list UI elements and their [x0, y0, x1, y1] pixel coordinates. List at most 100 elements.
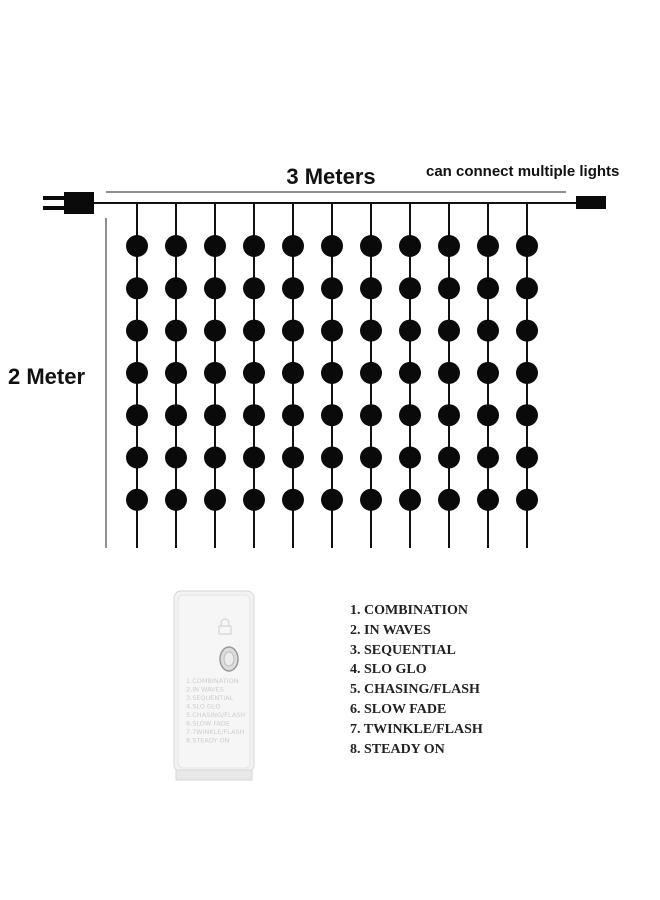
bulb — [243, 319, 265, 342]
mode-item: 6. SLOW FADE — [350, 701, 447, 717]
bulb — [243, 404, 265, 427]
controller-printed-line: 2.IN WAVES — [186, 686, 224, 694]
bulb — [516, 235, 538, 257]
lock-icon — [218, 618, 232, 635]
bulb — [516, 404, 538, 427]
bulb — [243, 488, 265, 511]
bulb — [321, 404, 343, 427]
bulb — [321, 235, 343, 257]
bulb — [204, 277, 226, 300]
bulb — [282, 446, 304, 469]
bulb — [204, 319, 226, 342]
height-label: 2 Meter — [8, 364, 85, 389]
bulb — [282, 235, 304, 257]
bulb — [126, 235, 148, 257]
bulb — [360, 277, 382, 300]
bulb — [477, 277, 499, 300]
bulb — [165, 488, 187, 511]
bulb — [165, 361, 187, 384]
bulb — [516, 319, 538, 342]
controller-printed-line: 8.STEADY ON — [186, 737, 230, 745]
end-connector-icon — [576, 196, 606, 209]
light-strands — [126, 203, 538, 548]
mode-item: 3. SEQUENTIAL — [350, 642, 456, 658]
bulb — [126, 488, 148, 511]
bulb — [204, 446, 226, 469]
bulb — [321, 319, 343, 342]
controller-printed-line: 4.SLO GLO — [186, 703, 220, 711]
bulb — [516, 446, 538, 469]
controller-printed-line: 3.SEQUENTIAL — [186, 694, 234, 702]
plug-icon — [43, 192, 94, 214]
bulb — [438, 404, 460, 427]
bulb — [126, 446, 148, 469]
bulb — [360, 235, 382, 257]
controller-printed-line: 1.COMBINATION — [186, 677, 239, 685]
bulb — [399, 446, 421, 469]
bulb — [399, 361, 421, 384]
bulb — [321, 277, 343, 300]
bulb — [360, 361, 382, 384]
bulb — [126, 404, 148, 427]
mode-item: 2. IN WAVES — [350, 622, 431, 638]
bulb — [360, 319, 382, 342]
bulb — [477, 488, 499, 511]
bulb — [477, 404, 499, 427]
bulb — [399, 277, 421, 300]
bulb — [399, 235, 421, 257]
bulb — [282, 404, 304, 427]
bulb — [360, 404, 382, 427]
bulb — [477, 446, 499, 469]
bulb — [165, 235, 187, 257]
connector-note: can connect multiple lights — [426, 163, 619, 180]
bulb — [438, 488, 460, 511]
bulb — [126, 319, 148, 342]
bulb — [165, 404, 187, 427]
bulb — [360, 446, 382, 469]
bulb — [399, 319, 421, 342]
mode-item: 8. STEADY ON — [350, 741, 445, 757]
bulb — [282, 277, 304, 300]
mode-item: 4. SLO GLO — [350, 662, 427, 678]
bulb — [204, 488, 226, 511]
width-label: 3 Meters — [286, 164, 375, 189]
bulb — [126, 361, 148, 384]
bulb — [516, 277, 538, 300]
bulb — [282, 488, 304, 511]
controller-printed-line: 6.SLOW FADE — [186, 720, 230, 728]
controller-printed-line: 5.CHASING/FLASH — [186, 711, 245, 719]
mode-item: 5. CHASING/FLASH — [350, 682, 480, 698]
bulb — [243, 361, 265, 384]
bulb — [282, 319, 304, 342]
bulb — [399, 488, 421, 511]
bulb — [321, 361, 343, 384]
bulb — [399, 404, 421, 427]
bulb — [243, 277, 265, 300]
bulb — [321, 488, 343, 511]
bulb — [438, 277, 460, 300]
bulb — [126, 277, 148, 300]
bulb — [360, 488, 382, 511]
bulb — [165, 446, 187, 469]
bulb — [165, 319, 187, 342]
bulb — [438, 235, 460, 257]
bulb — [243, 235, 265, 257]
bulb — [438, 361, 460, 384]
bulb — [282, 361, 304, 384]
controller-printed-line: 7.TWINKLE/FLASH — [186, 728, 245, 736]
bulb — [477, 361, 499, 384]
bulb — [243, 446, 265, 469]
bulb — [204, 361, 226, 384]
bulb — [204, 235, 226, 257]
bulb — [516, 361, 538, 384]
bulb — [438, 319, 460, 342]
mode-list: 1. COMBINATION 2. IN WAVES 3. SEQUENTIAL… — [350, 601, 483, 759]
bulb — [477, 235, 499, 257]
mode-item: 1. COMBINATION — [350, 603, 468, 618]
bulb — [165, 277, 187, 300]
bulb — [477, 319, 499, 342]
bulb — [204, 404, 226, 427]
